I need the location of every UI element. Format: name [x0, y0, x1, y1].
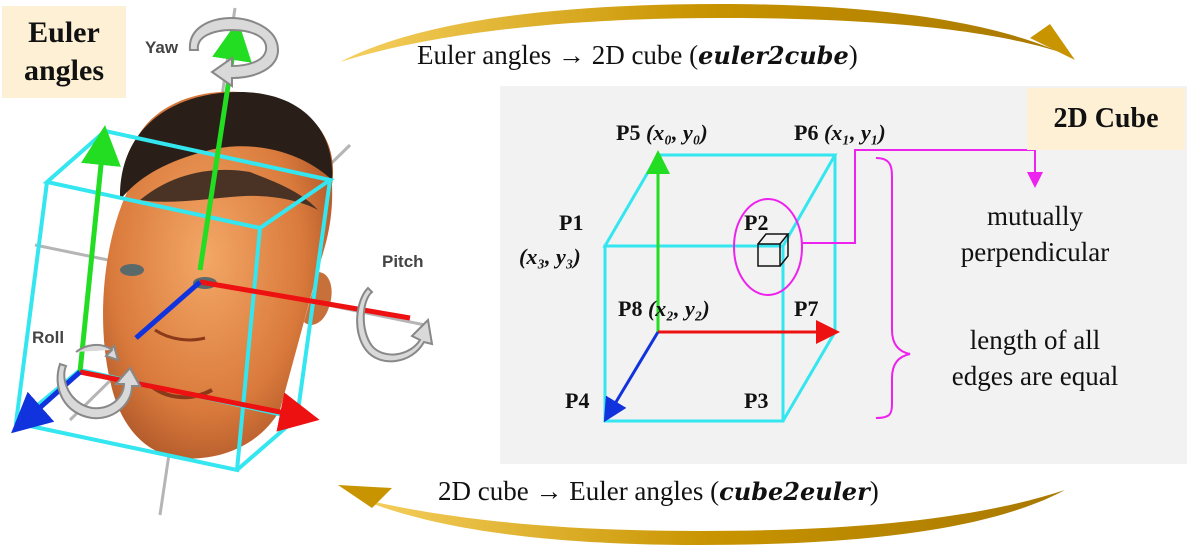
euler-tag-line1: Euler	[28, 16, 100, 49]
point-p6-coord: (x₁, y₁)	[823, 120, 886, 145]
roll-rotation-icon	[56, 344, 142, 420]
yaw-rotation-icon	[188, 16, 280, 88]
euler-angles-tag: Euler angles	[2, 6, 126, 98]
cube2euler-caption: 2D cube → Euler angles (cube2euler)	[438, 476, 879, 507]
euler2cube-suffix: )	[848, 40, 858, 70]
cube2euler-prefix: 2D cube → Euler angles (	[438, 476, 720, 506]
perpendicular-note-line1: mutually	[987, 201, 1083, 231]
euler2cube-prefix: Euler angles → 2D cube (	[417, 40, 699, 70]
equal-edges-note: length of all edges are equal	[900, 322, 1170, 394]
perpendicular-note: mutually perpendicular	[900, 198, 1170, 270]
perpendicular-note-line2: perpendicular	[960, 237, 1110, 267]
euler2cube-function: euler2cube	[698, 41, 849, 70]
point-p8-name: P8	[618, 296, 643, 321]
p2-corner-detail	[733, 198, 803, 296]
point-p3-name: P3	[744, 388, 769, 413]
roll-label: Roll	[32, 328, 65, 347]
point-p2-name: P2	[744, 210, 769, 235]
top-curved-arrow	[340, 4, 1075, 62]
head-illustration	[103, 91, 334, 459]
point-p5-coord: (x₀, y₀)	[645, 120, 708, 145]
pitch-rotation-icon	[356, 286, 434, 363]
point-p1-name: P1	[559, 210, 584, 235]
point-p5-name: P5	[616, 120, 641, 145]
euler2cube-caption: Euler angles → 2D cube (euler2cube)	[417, 40, 858, 71]
point-p7-name: P7	[794, 296, 819, 321]
2d-cube-tag: 2D Cube	[1027, 88, 1185, 150]
point-p1-coord: (x₃, y₃)	[519, 244, 581, 269]
point-p6: P6 (x₁, y₁)	[794, 120, 886, 146]
equal-edges-note-line2: edges are equal	[951, 361, 1119, 391]
pitch-label: Pitch	[382, 252, 424, 271]
equal-edges-brace	[875, 157, 911, 419]
yaw-label: Yaw	[145, 38, 179, 57]
point-p8-coord: (x₂, y₂)	[647, 296, 710, 321]
point-p4-name: P4	[565, 388, 590, 413]
cube2euler-function: cube2euler	[719, 477, 870, 506]
cube2euler-suffix: )	[869, 476, 879, 506]
point-p5: P5 (x₀, y₀)	[616, 120, 708, 146]
perpendicular-connector	[802, 149, 1043, 244]
euler-tag-line2: angles	[23, 54, 104, 87]
diagram-cube	[602, 153, 838, 423]
point-p8: P8 (x₂, y₂)	[618, 296, 710, 322]
equal-edges-note-line1: length of all	[969, 325, 1101, 355]
diagram-axes	[603, 150, 840, 423]
point-p6-name: P6	[794, 120, 819, 145]
bottom-curved-arrow	[338, 485, 1065, 545]
